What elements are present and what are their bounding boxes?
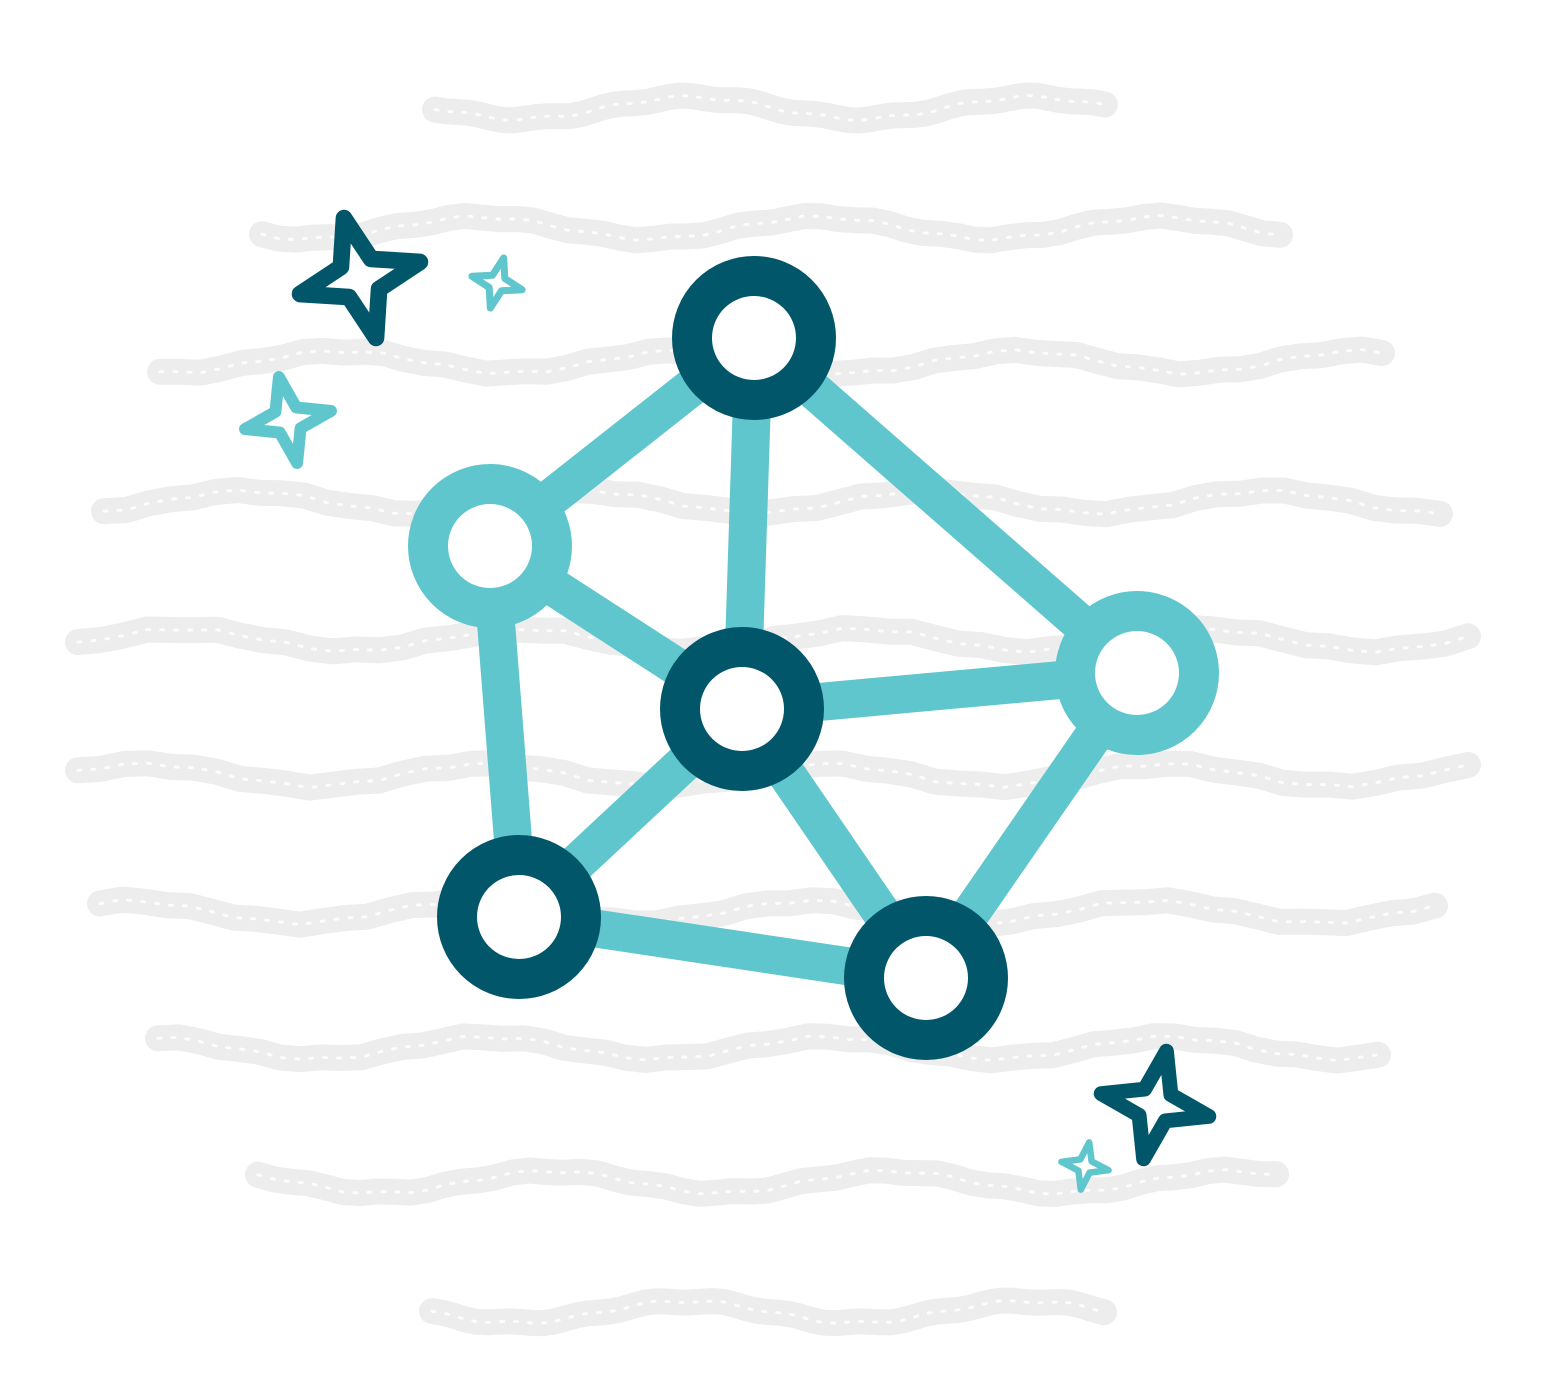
- graph-nodes: [408, 256, 1219, 1060]
- node-right: [1055, 591, 1219, 755]
- sparkle-bottom-right-small-icon: [1058, 1139, 1112, 1193]
- node-top: [672, 256, 836, 420]
- background-wave-texture: [102, 487, 1442, 517]
- node-center: [660, 627, 824, 791]
- background-wave-texture: [260, 213, 1282, 242]
- background-wave-texture: [256, 1168, 1278, 1196]
- background-wave-texture: [433, 93, 1107, 123]
- sparkles: [239, 209, 1217, 1193]
- sparkle-top-left-small-icon: [468, 254, 526, 312]
- background-wave-texture: [430, 1298, 1106, 1325]
- sparkle-top-left-large-icon: [291, 209, 429, 347]
- edge-top-right: [735, 319, 1156, 692]
- background-wave-texture: [98, 897, 1437, 927]
- background-wave-texture: [156, 1034, 1380, 1063]
- sparkle-bottom-right-large-icon: [1093, 1043, 1217, 1167]
- sparkle-left-medium-icon: [239, 371, 337, 469]
- node-left: [408, 464, 572, 628]
- node-bottom-left: [437, 835, 601, 999]
- node-bottom-right: [844, 896, 1008, 1060]
